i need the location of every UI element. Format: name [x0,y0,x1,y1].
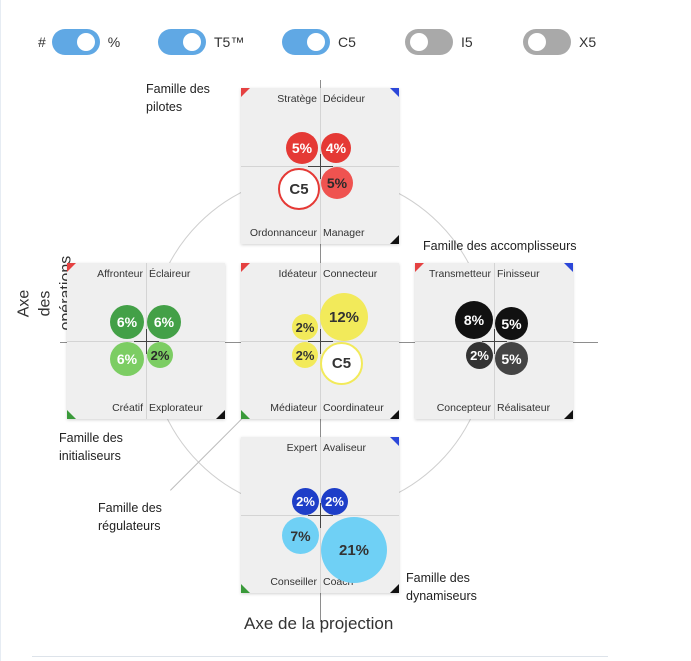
quadrant-label-ideateur: Idéateur [278,268,317,280]
quadrant-label-transmetteur: Transmetteur [428,268,491,280]
switch-knob [183,33,201,51]
corner-marker-black [390,584,399,593]
corner-marker-red [67,263,76,272]
bubble-stratege[interactable]: 5% [286,132,318,164]
bubble-realisateur[interactable]: 5% [495,342,528,375]
toggle-percent-switch[interactable] [51,29,100,55]
quadrant-label-creatif: Créatif [112,402,143,414]
bubble-decideur[interactable]: 4% [321,133,351,163]
quadrant-label-avaliseur: Avaliseur [323,442,366,454]
bubble-affronteur[interactable]: 6% [110,305,144,339]
bubble-connecteur[interactable]: 12% [320,293,368,341]
corner-marker-black [216,410,225,419]
family-label-dynamiseurs: Famille des dynamiseurs [406,571,477,603]
quadrant-label-expert: Expert [286,442,317,454]
quadrant-label-manager: Manager [323,227,365,239]
corner-marker-green [67,410,76,419]
toggle-percent-left-label: # [38,34,46,50]
bubble-concepteur[interactable]: 2% [466,342,493,369]
quadrant-label-explorateur: Explorateur [149,402,203,414]
card-pilotes[interactable]: Stratège Décideur Ordonnanceur Manager 5… [241,88,399,244]
bubble-mediateur[interactable]: 2% [292,342,318,368]
card-initialiseurs[interactable]: Affronteur Éclaireur Créatif Explorateur… [67,263,225,419]
bubble-manager[interactable]: 5% [321,167,353,199]
corner-marker-black [390,235,399,244]
quadrant-label-conseiller: Conseiller [270,576,317,588]
bubble-creatif[interactable]: 6% [110,342,144,376]
quadrant-label-finisseur: Finisseur [497,268,540,280]
corner-marker-blue [390,88,399,97]
toggle-c5-label: C5 [338,34,356,50]
corner-marker-green [241,584,250,593]
bubble-coach[interactable]: 21% [321,517,387,583]
toggle-percent[interactable]: # % [38,26,120,58]
quadrant-label-eclaireur: Éclaireur [149,268,191,280]
center-cross [134,341,159,342]
toggle-i5[interactable]: I5 [405,26,473,58]
quadrant-label-ordonnanceur: Ordonnanceur [249,227,317,239]
bubble-conseiller[interactable]: 7% [282,517,319,554]
quadrant-label-connecteur: Connecteur [323,268,378,280]
switch-knob [528,33,546,51]
toggle-t5-switch[interactable] [158,29,206,55]
quadrant-label-decideur: Décideur [323,93,366,105]
switch-knob [410,33,428,51]
toggle-x5-label: X5 [579,34,597,50]
bubble-transmetteur[interactable]: 8% [455,301,493,339]
toggle-percent-label: % [107,34,121,50]
corner-marker-blue [564,263,573,272]
toggle-t5-label: T5™ [214,34,245,50]
toggle-i5-switch[interactable] [405,29,453,55]
bubble-explorateur[interactable]: 2% [147,342,173,368]
page-left-border [0,0,1,661]
corner-marker-black [564,410,573,419]
card-dynamiseurs[interactable]: Expert Avaliseur Conseiller Coach 2% 2% … [241,437,399,593]
quadrant-label-mediateur: Médiateur [270,402,317,414]
toggle-t5[interactable]: T5™ [158,26,244,58]
quadrant-label-stratege: Stratège [277,93,317,105]
switch-knob [307,33,325,51]
family-label-initialiseurs: Famille des initialiseurs [59,431,123,463]
bubble-ordonnanceur[interactable]: C5 [278,168,320,210]
toggle-i5-label: I5 [461,34,473,50]
card-accomplisseurs[interactable]: Transmetteur Finisseur Concepteur Réalis… [415,263,573,419]
corner-marker-red [241,88,250,97]
family-label-accomplisseurs: Famille des accomplisseurs [423,239,577,253]
bubble-eclaireur[interactable]: 6% [147,305,181,339]
center-cross [482,341,507,342]
corner-marker-black [390,410,399,419]
corner-marker-blue [390,437,399,446]
corner-marker-red [241,263,250,272]
quadrant-label-concepteur: Concepteur [436,402,491,414]
toggle-c5-switch[interactable] [282,29,330,55]
axis-projection-label: Axe de la projection [244,614,394,633]
bubble-ideateur[interactable]: 2% [292,314,318,340]
switch-knob [76,33,95,51]
bubble-avaliseur[interactable]: 2% [321,488,348,515]
section-divider [32,656,608,657]
bubble-finisseur[interactable]: 5% [495,307,528,340]
center-cross [308,515,333,516]
quadrant-label-affronteur: Affronteur [97,268,143,280]
bubble-coordinateur[interactable]: C5 [320,342,363,385]
corner-marker-green [241,410,250,419]
toggle-c5[interactable]: C5 [282,26,356,58]
bubble-expert[interactable]: 2% [292,488,319,515]
family-label-pilotes: Famille des pilotes [146,82,210,114]
family-label-regulateurs: Famille des régulateurs [98,501,162,533]
quadrant-label-realisateur: Réalisateur [497,402,551,414]
quadrant-label-coordinateur: Coordinateur [323,402,384,414]
center-cross [308,166,333,167]
card-center[interactable]: Idéateur Connecteur Médiateur Coordinate… [241,263,399,419]
center-cross [308,341,333,342]
toggle-x5[interactable]: X5 [523,26,596,58]
corner-marker-red [415,263,424,272]
toggle-x5-switch[interactable] [523,29,571,55]
